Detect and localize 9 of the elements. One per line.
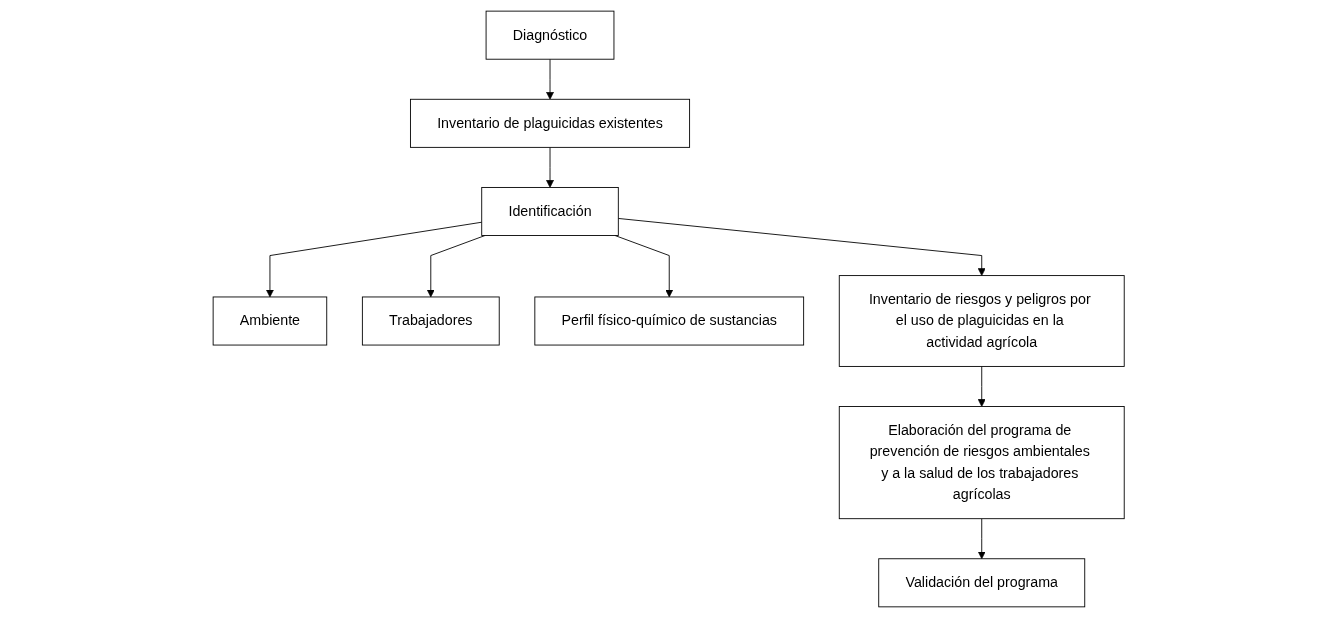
node-box: Trabajadores [362, 296, 500, 346]
node-box: Diagnóstico [485, 10, 615, 60]
node-box: Inventario de riesgos y peligros por el uso de plaguicidas en la actividad agrícola [839, 275, 1125, 367]
node-box: Perfil físico-químico de sustancias [534, 296, 805, 346]
node-box: Elaboración del programa de prevención de riesgos ambientales y a la salud de los trabajadores agrícolas [839, 406, 1125, 520]
node-box: Inventario de plaguicidas existentes [410, 98, 691, 148]
node-box: Ambiente [213, 296, 328, 346]
node-box: Identificación [481, 187, 620, 236]
node-box: Validación del programa [878, 558, 1086, 608]
